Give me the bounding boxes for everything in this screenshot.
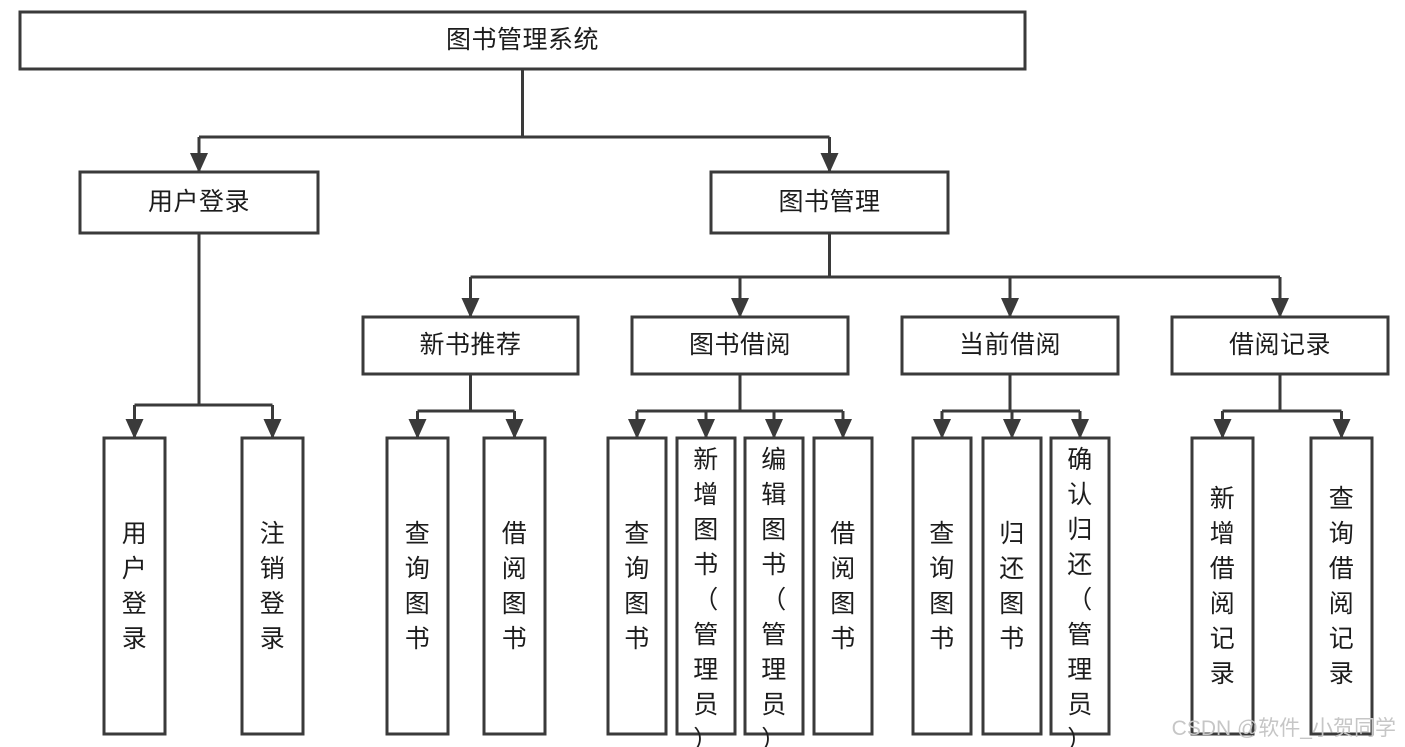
node-box-leaf-logout xyxy=(240,436,305,736)
arrow-head-icon xyxy=(697,419,715,439)
node-leaf-add-borrow-record[interactable]: 新增借阅记录 xyxy=(1190,436,1255,736)
node-leaf-query-book-recommend[interactable]: 查询图书 xyxy=(385,436,450,736)
csdn-watermark: CSDN @软件_小贺同学 xyxy=(1172,717,1396,740)
node-label-leaf-query-borrow-record: 查询借阅记录 xyxy=(1329,485,1355,688)
node-box-leaf-edit-book-admin xyxy=(743,436,805,736)
node-box-root xyxy=(18,10,1027,71)
node-root[interactable]: 图书管理系统 xyxy=(18,10,1027,71)
arrow-head-icon xyxy=(1213,419,1232,439)
node-label-root: 图书管理系统 xyxy=(446,26,599,54)
node-leaf-query-book-current[interactable]: 查询图书 xyxy=(911,436,973,736)
node-current-borrow[interactable]: 当前借阅 xyxy=(900,315,1120,376)
arrow-head-icon xyxy=(731,298,749,318)
node-label-borrow-record: 借阅记录 xyxy=(1229,331,1331,359)
node-box-leaf-query-book-borrow xyxy=(606,436,668,736)
node-label-user-login: 用户登录 xyxy=(148,188,250,216)
node-box-user-login xyxy=(78,170,320,235)
arrow-head-icon xyxy=(1271,298,1289,318)
node-user-login[interactable]: 用户登录 xyxy=(78,170,320,235)
arrow-head-icon xyxy=(263,419,282,439)
node-label-leaf-logout: 注销登录 xyxy=(260,520,286,653)
node-box-leaf-borrow-book-recommend xyxy=(482,436,547,736)
node-box-current-borrow xyxy=(900,315,1120,376)
node-label-current-borrow: 当前借阅 xyxy=(959,331,1061,359)
node-label-leaf-edit-book-admin: 编辑图书（管理员） xyxy=(761,446,787,747)
node-leaf-add-book-admin[interactable]: 新增图书（管理员） xyxy=(675,436,737,747)
node-box-leaf-query-book-current xyxy=(911,436,973,736)
node-box-leaf-query-borrow-record xyxy=(1309,436,1374,736)
arrow-head-icon xyxy=(505,419,524,439)
node-new-book-recommend[interactable]: 新书推荐 xyxy=(361,315,580,376)
arrow-head-icon xyxy=(461,298,480,318)
node-label-leaf-query-book-borrow: 查询图书 xyxy=(624,520,650,653)
node-box-leaf-user-login xyxy=(102,436,167,736)
arrow-head-icon xyxy=(820,153,839,173)
arrow-head-icon xyxy=(1001,298,1019,318)
arrow-head-icon xyxy=(765,419,783,439)
node-box-leaf-borrow-book xyxy=(812,436,874,736)
node-label-leaf-add-borrow-record: 新增借阅记录 xyxy=(1210,485,1236,688)
node-box-leaf-confirm-return-admin xyxy=(1049,436,1111,736)
node-box-new-book-recommend xyxy=(361,315,580,376)
node-box-book-borrow xyxy=(630,315,850,376)
arrow-head-icon xyxy=(628,419,646,439)
node-box-book-manage xyxy=(709,170,950,235)
node-label-new-book-recommend: 新书推荐 xyxy=(419,331,521,359)
node-leaf-borrow-book-recommend[interactable]: 借阅图书 xyxy=(482,436,547,736)
node-box-leaf-add-borrow-record xyxy=(1190,436,1255,736)
node-label-leaf-borrow-book: 借阅图书 xyxy=(830,520,856,653)
node-label-leaf-query-book-current: 查询图书 xyxy=(929,520,955,653)
node-leaf-user-login[interactable]: 用户登录 xyxy=(102,436,167,736)
node-leaf-logout[interactable]: 注销登录 xyxy=(240,436,305,736)
node-book-borrow[interactable]: 图书借阅 xyxy=(630,315,850,376)
node-leaf-return-book[interactable]: 归还图书 xyxy=(981,436,1043,736)
node-label-leaf-user-login: 用户登录 xyxy=(122,520,148,653)
node-leaf-query-borrow-record[interactable]: 查询借阅记录 xyxy=(1309,436,1374,736)
arrow-head-icon xyxy=(834,419,852,439)
node-label-leaf-query-book-recommend: 查询图书 xyxy=(405,520,431,653)
node-book-manage[interactable]: 图书管理 xyxy=(709,170,950,235)
node-box-leaf-query-book-recommend xyxy=(385,436,450,736)
node-box-leaf-return-book xyxy=(981,436,1043,736)
node-label-book-manage: 图书管理 xyxy=(778,188,880,216)
arrow-head-icon xyxy=(1332,419,1351,439)
node-leaf-edit-book-admin[interactable]: 编辑图书（管理员） xyxy=(743,436,805,747)
node-layer: 图书管理系统用户登录图书管理新书推荐图书借阅当前借阅借阅记录用户登录注销登录查询… xyxy=(18,10,1390,747)
arrow-head-icon xyxy=(408,419,427,439)
arrow-head-icon xyxy=(933,419,951,439)
node-leaf-query-book-borrow[interactable]: 查询图书 xyxy=(606,436,668,736)
node-leaf-confirm-return-admin[interactable]: 确认归还（管理员） xyxy=(1049,436,1111,747)
arrow-head-icon xyxy=(1003,419,1021,439)
node-label-leaf-confirm-return-admin: 确认归还（管理员） xyxy=(1067,446,1093,747)
arrow-head-icon xyxy=(125,419,144,439)
node-leaf-borrow-book[interactable]: 借阅图书 xyxy=(812,436,874,736)
node-label-leaf-borrow-book-recommend: 借阅图书 xyxy=(502,520,528,653)
node-label-book-borrow: 图书借阅 xyxy=(689,331,791,359)
node-label-leaf-return-book: 归还图书 xyxy=(999,520,1025,653)
arrow-head-icon xyxy=(190,153,208,173)
node-label-leaf-add-book-admin: 新增图书（管理员） xyxy=(693,446,719,747)
connector-layer xyxy=(125,69,1351,439)
node-box-leaf-add-book-admin xyxy=(675,436,737,736)
node-borrow-record[interactable]: 借阅记录 xyxy=(1170,315,1390,376)
node-box-borrow-record xyxy=(1170,315,1390,376)
arrow-head-icon xyxy=(1071,419,1089,439)
